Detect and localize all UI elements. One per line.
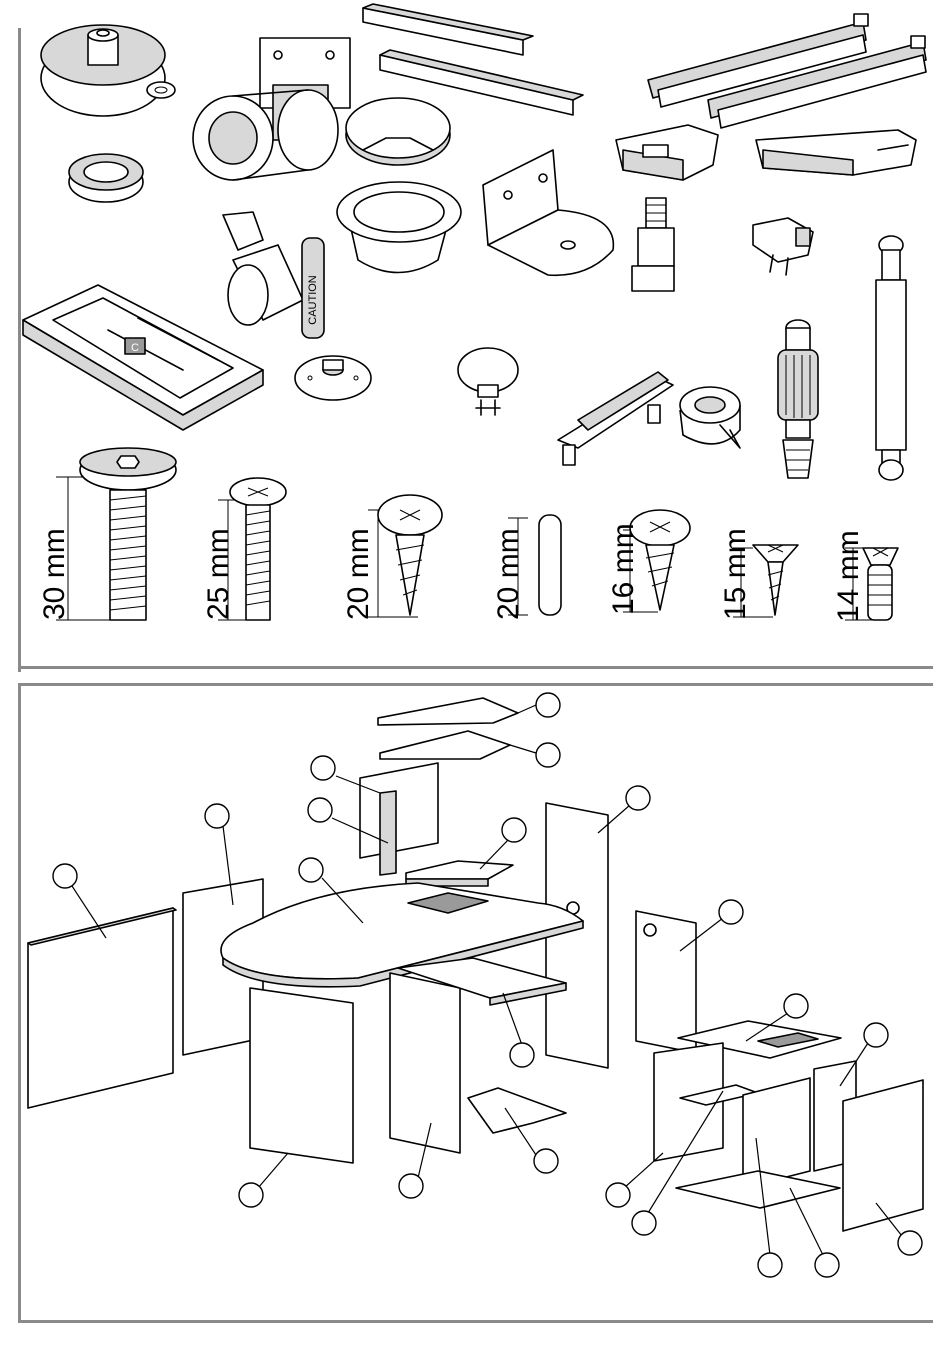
back-panel-large-icon (28, 908, 176, 1108)
part-callout (758, 1253, 782, 1277)
part-callout (632, 1211, 656, 1235)
hardware-drawing: CAUTION C (18, 0, 933, 672)
svg-text:C: C (131, 342, 139, 354)
corner-shelf-top-icon (378, 698, 518, 759)
part-callout (626, 786, 650, 810)
cam-lock-icon (680, 387, 740, 448)
part-callout (53, 864, 77, 888)
pen-tray-icon: C (23, 285, 263, 430)
angle-bracket-icon (483, 150, 613, 275)
parts-panel (18, 683, 933, 1323)
part-callout (898, 1231, 922, 1255)
cabinet-lock-icon: CAUTION (223, 212, 324, 338)
part-callout (239, 1183, 263, 1207)
dowel-20-length-label: 20 mm (492, 528, 525, 620)
fixing-plate-icon (295, 356, 371, 400)
part-callout (502, 818, 526, 842)
drawer-clip-icon (616, 125, 718, 180)
part-callout (784, 994, 808, 1018)
threaded-insert-icon (632, 198, 674, 291)
part-callout (536, 743, 560, 767)
grommet-base-icon (337, 182, 461, 273)
screw-20-length-label: 20 mm (342, 528, 375, 620)
cam-bolt-icon (778, 320, 818, 478)
caster-wheel-icon (193, 38, 350, 180)
cabinet-bottom-icon (676, 1171, 840, 1208)
screw-25-length-label: 25 mm (202, 528, 235, 620)
part-callout (815, 1253, 839, 1277)
hardware-panel: CAUTION C (18, 0, 933, 672)
lock-stamp-text: CAUTION (307, 275, 319, 325)
part-callout (606, 1183, 630, 1207)
desk-front-panel-left-icon (250, 988, 353, 1163)
part-callout (308, 798, 332, 822)
screw-30-icon (56, 448, 176, 620)
part-callout (311, 756, 335, 780)
cabinet-door-icon (843, 1080, 923, 1231)
part-callout (205, 804, 229, 828)
grommet-cap-icon (346, 98, 450, 165)
screw-20-icon (368, 495, 442, 617)
part-callout (719, 900, 743, 924)
handle-icon (558, 372, 673, 465)
screw-15-length-label: 15 mm (719, 528, 752, 620)
grommet-ring-icon (69, 154, 143, 202)
levelling-foot-icon (41, 25, 175, 116)
part-callout (534, 1149, 558, 1173)
screw-30-length-label: 30 mm (38, 528, 71, 620)
part-callout (510, 1043, 534, 1067)
hinge-icon (756, 130, 916, 175)
screw-14-length-label: 14 mm (832, 530, 865, 622)
exploded-view-drawing (18, 683, 933, 1323)
part-callout (864, 1023, 888, 1047)
shelf-support-icon (753, 218, 813, 275)
cabinet-side-panel-icon (636, 911, 696, 1053)
part-callout (536, 693, 560, 717)
screw-16-length-label: 16 mm (607, 523, 640, 615)
desk-top-icon (221, 883, 583, 987)
part-callout (299, 858, 323, 882)
drawer-runner-icon (648, 14, 926, 128)
upright-panel-small-icon (360, 763, 438, 875)
desk-front-panel-right-icon (390, 973, 460, 1153)
knob-icon (458, 348, 518, 415)
part-callout (399, 1174, 423, 1198)
small-drawer-panel-icon (406, 861, 513, 886)
long-dowel-icon (876, 236, 906, 480)
